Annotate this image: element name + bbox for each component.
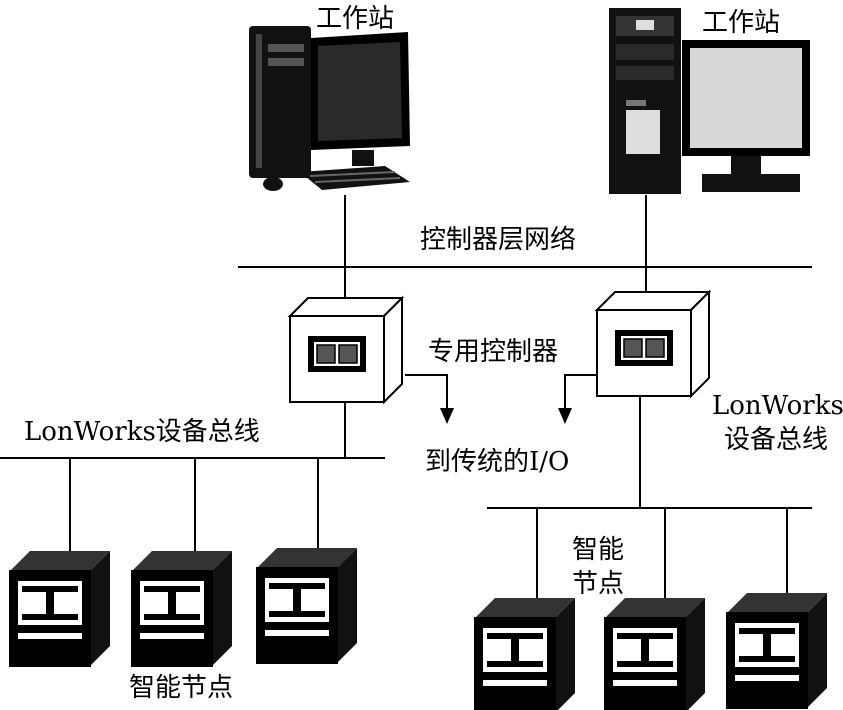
left-smart-node-icon-3 (256, 547, 358, 664)
network-lines (0, 195, 812, 605)
workstation-right-label: 工作站 (702, 8, 781, 38)
workstation-desktop-icon (609, 8, 810, 194)
left-io-arrow-line (405, 374, 448, 410)
smart-nodes-left-label: 智能节点 (129, 673, 234, 703)
left-smart-node-icon-2 (131, 550, 233, 667)
controller-network-label: 控制器层网络 (420, 225, 577, 255)
right-smart-node-icon-1 (474, 597, 576, 710)
smart-nodes-right-label-1: 智能 (572, 535, 625, 565)
left-io-arrow-icon (440, 408, 454, 424)
lonworks-bus-left-label: LonWorks设备总线 (24, 417, 260, 447)
right-io-arrow-icon (558, 408, 572, 424)
right-smart-node-icon-2 (604, 597, 706, 710)
dedicated-controller-label: 专用控制器 (428, 337, 559, 367)
workstation-left-label: 工作站 (316, 4, 395, 34)
to-legacy-io-label: 到传统的I/O (425, 447, 570, 477)
left-controller-box-icon (289, 297, 403, 403)
workstation-tower-icon (249, 26, 410, 191)
right-smart-node-icon-3 (726, 592, 828, 709)
lonworks-bus-right-label-1: LonWorks (712, 391, 843, 421)
lonworks-bus-right-label-2: 设备总线 (723, 425, 828, 455)
right-controller-box-icon (596, 291, 710, 397)
left-smart-node-icon-1 (9, 550, 111, 667)
right-io-arrow-line (564, 374, 598, 410)
smart-nodes-right-label-2: 节点 (572, 569, 625, 599)
